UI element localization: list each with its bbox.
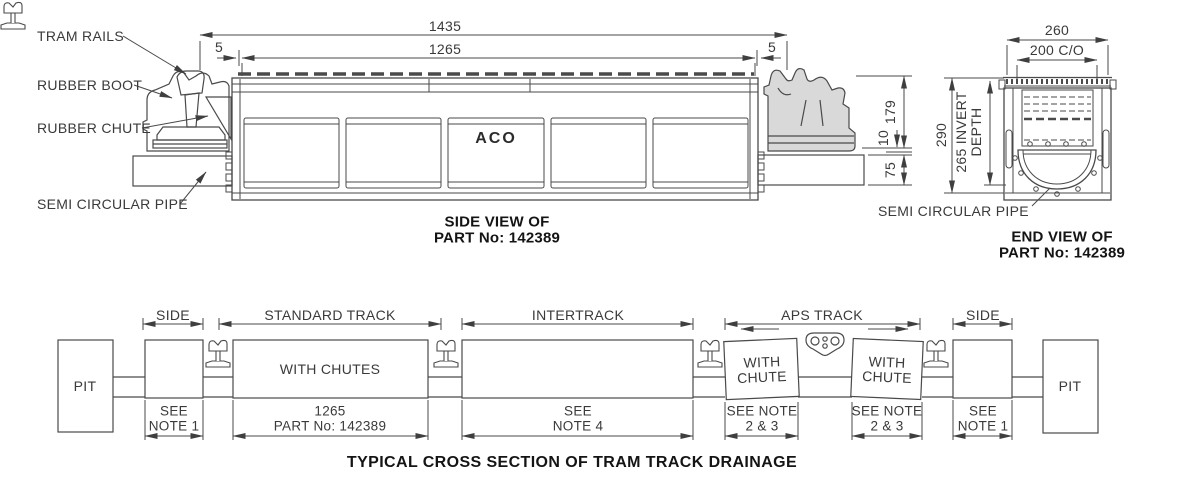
end-view-bolts [1012, 141, 1103, 197]
dim-overall-1435: 1435 [428, 18, 462, 34]
right-rail-assembly [763, 67, 856, 152]
dim-invert-depth-265: 265 INVERT DEPTH [953, 91, 984, 173]
dim-gap-right-5: 5 [767, 39, 777, 55]
label-semi-circular-pipe-left: SEMI CIRCULAR PIPE [37, 196, 188, 212]
with-chutes-box [232, 339, 429, 399]
end-pipe-leader [1031, 187, 1051, 207]
dim-boot-gap-10: 10 [875, 129, 891, 147]
end-view-pipe [1017, 149, 1097, 190]
intertrack-box [461, 339, 694, 399]
note4-line1: SEE [564, 403, 592, 419]
pit-left-label: PIT [73, 378, 97, 394]
channel-panels [243, 117, 749, 189]
rubber-chute-shape [204, 96, 232, 142]
side-view-leaders [122, 35, 209, 205]
span-label-side-right: SIDE [966, 307, 1000, 323]
span-label-intertrack: INTERTRACK [531, 307, 625, 323]
left-rail-assembly [142, 70, 232, 152]
with-chute-box-2 [850, 337, 924, 401]
label-semi-circular-pipe-right: SEMI CIRCULAR PIPE [878, 203, 1029, 219]
end-view-body [998, 76, 1117, 207]
label-tram-rails: TRAM RAILS [37, 28, 125, 44]
dim-end-height-290: 290 [933, 122, 949, 148]
note23-a-line2: 2 & 3 [745, 418, 779, 434]
dim-clear-opening-200: 200 C/O [1029, 42, 1085, 58]
with-chutes-label: WITH CHUTES [279, 361, 381, 377]
note23-a-line1: SEE NOTE [726, 403, 798, 419]
with-chute-1-line2: CHUTE [736, 367, 788, 387]
side-left-box [144, 339, 204, 399]
pit-left-box [57, 339, 114, 433]
note1-right-line2: NOTE 1 [957, 418, 1009, 434]
pit-right-label: PIT [1058, 378, 1082, 394]
span-label-standard-track: STANDARD TRACK [264, 307, 396, 323]
end-view-caption-line1: END VIEW OF [1011, 228, 1113, 246]
dim-end-width-260: 260 [1044, 22, 1070, 38]
dim-pipe-height-75: 75 [882, 161, 898, 179]
cs-top-dims [142, 318, 1013, 330]
aps-rail-symbol [805, 332, 845, 357]
side-view-caption-line2: PART No: 142389 [433, 229, 561, 247]
side-view-pipes [132, 154, 865, 187]
note23-b-line2: 2 & 3 [870, 418, 904, 434]
span-label-aps-track: APS TRACK [781, 307, 863, 323]
note4-line2: NOTE 4 [552, 418, 604, 434]
cs-bottom-dims [144, 400, 1013, 440]
dim-channel-1265: 1265 [428, 41, 462, 57]
std-note-line1: 1265 [314, 403, 346, 419]
rail-glyph [0, 1, 26, 30]
pit-right-box [1042, 339, 1099, 434]
cross-section-caption: TYPICAL CROSS SECTION OF TRAM TRACK DRAI… [346, 454, 798, 471]
invert-depth-line1: 265 INVERT [953, 91, 969, 173]
side-view-dimensions [199, 32, 912, 186]
side-right-box [952, 339, 1013, 399]
note1-left-line1: SEE [160, 403, 188, 419]
std-note-line2: PART No: 142389 [273, 418, 387, 434]
note1-left-line2: NOTE 1 [148, 418, 200, 434]
cross-section [0, 1, 1099, 440]
span-label-side-left: SIDE [156, 307, 190, 323]
dim-gap-left-5: 5 [214, 39, 224, 55]
label-rubber-boot: RUBBER BOOT [37, 77, 143, 93]
end-view-caption-line2: PART No: 142389 [998, 244, 1126, 262]
cs-pipe-lines [113, 376, 1043, 398]
side-view-caption-line1: SIDE VIEW OF [444, 213, 550, 231]
label-rubber-chute: RUBBER CHUTE [37, 120, 152, 136]
note1-right-line1: SEE [969, 403, 997, 419]
with-chute-box-1 [723, 337, 800, 401]
with-chute-2-line2: CHUTE [861, 367, 913, 387]
dim-rail-height-179: 179 [882, 99, 898, 125]
note23-b-line1: SEE NOTE [851, 403, 923, 419]
invert-depth-line2: DEPTH [968, 107, 984, 157]
aco-logo: ACO [475, 130, 517, 147]
